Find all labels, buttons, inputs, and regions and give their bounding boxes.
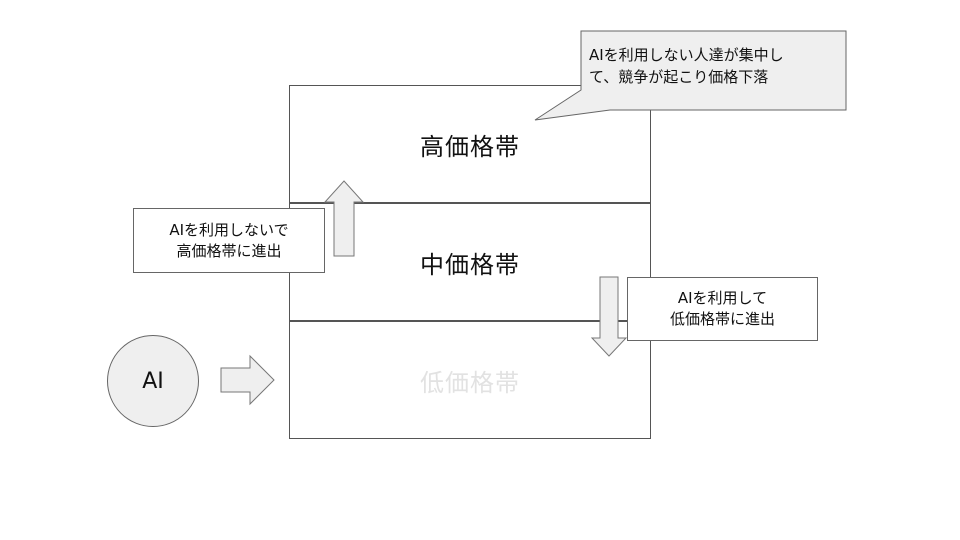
up-arrow-icon [323, 180, 365, 257]
ai-circle: AI [107, 335, 199, 427]
mid-price-band: 中価格帯 [289, 203, 651, 321]
right-note-text: AIを利用して 低価格帯に進出 [669, 289, 775, 328]
callout-text: AIを利用しない人達が集中し て、競争が起こり価格下落 [589, 46, 784, 86]
ai-circle-label: AI [142, 368, 164, 394]
right-arrow-icon [220, 354, 275, 406]
left-note-text: AIを利用しないで 高価格帯に進出 [169, 220, 289, 260]
down-arrow-icon [590, 276, 628, 357]
mid-price-band-label: 中価格帯 [420, 250, 520, 279]
left-note-box: AIを利用しないで 高価格帯に進出 [133, 208, 325, 273]
high-price-band-label: 高価格帯 [420, 132, 520, 161]
low-price-band-label: 低価格帯 [420, 368, 520, 397]
low-price-band: 低価格帯 [289, 321, 651, 439]
right-note-box: AIを利用して 低価格帯に進出 [627, 277, 818, 341]
callout-bubble [534, 30, 847, 121]
